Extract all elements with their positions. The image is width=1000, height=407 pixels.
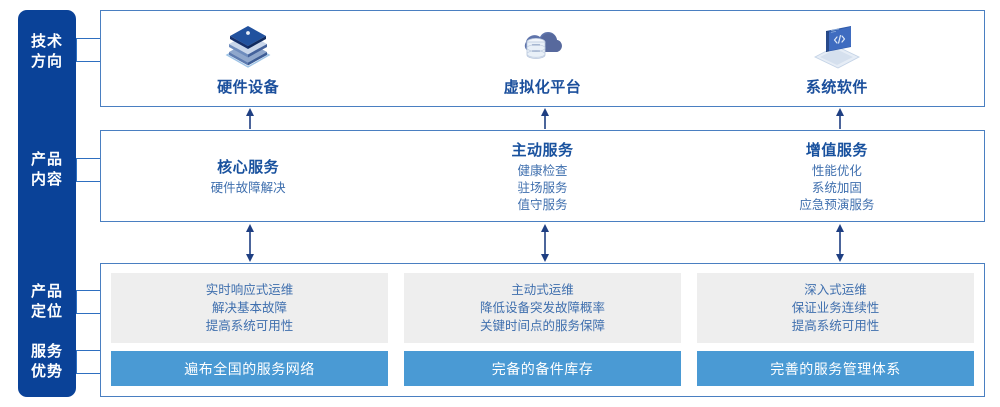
content-item: 健康检查: [517, 163, 568, 178]
positioning-line: 主动式运维: [511, 283, 574, 297]
positioning-card-realtime[interactable]: 实时响应式运维 解决基本故障 提高系统可用性: [111, 273, 388, 343]
positioning-card-proactive[interactable]: 主动式运维 降低设备突发故障概率 关键时间点的服务保障: [404, 273, 681, 343]
sidebar-label-line2: 方向: [30, 53, 63, 70]
positioning-line: 实时响应式运维: [205, 283, 294, 297]
positioning-line: 提高系统可用性: [791, 319, 880, 333]
laptop-code-icon: [813, 26, 860, 69]
sidebar-item-product-content[interactable]: 产品 内容: [18, 150, 76, 190]
content-item: 应急预演服务: [799, 197, 875, 212]
connector-bracket-service-advantage: [76, 350, 101, 374]
positioning-card-indepth[interactable]: 深入式运维 保证业务连续性 提高系统可用性: [697, 273, 974, 343]
positioning-line: 降低设备突发故障概率: [479, 301, 605, 315]
content-title: 增值服务: [805, 141, 868, 159]
connector-bracket-technology: [76, 38, 101, 62]
technology-column-virtualization[interactable]: 虚拟化平台: [395, 11, 689, 106]
connector-bracket-product-positioning: [76, 290, 101, 314]
positioning-line: 保证业务连续性: [791, 301, 880, 315]
product-content-panel: 核心服务 硬件故障解决 主动服务 健康检查 驻场服务 值守服务 增值服务 性能优…: [100, 130, 985, 222]
sidebar-label-line2: 优势: [30, 363, 63, 380]
arrow-up-virtualization: [541, 108, 549, 129]
technology-direction-panel: 硬件设备 虚拟化平台: [100, 10, 985, 107]
sidebar-item-service-advantage[interactable]: 服务 优势: [18, 342, 76, 382]
technology-label: 系统软件: [805, 79, 868, 96]
content-item: 值守服务: [517, 197, 568, 212]
technology-column-software[interactable]: 系统软件: [690, 11, 984, 106]
content-item: 性能优化: [811, 163, 862, 178]
sidebar-label-line2: 内容: [30, 171, 63, 188]
cloud-database-icon: [525, 31, 563, 60]
product-content-column-core[interactable]: 核心服务 硬件故障解决: [101, 131, 395, 221]
service-advantage-row: 遍布全国的服务网络 完备的备件库存 完善的服务管理体系: [111, 351, 974, 386]
advantage-bar-spare-parts[interactable]: 完备的备件库存: [404, 351, 681, 386]
content-title: 核心服务: [217, 158, 280, 176]
positioning-line: 关键时间点的服务保障: [479, 319, 605, 333]
sidebar-label-line1: 服务: [30, 343, 63, 360]
content-item: 硬件故障解决: [210, 180, 286, 195]
sidebar-label-line1: 技术: [30, 33, 63, 50]
sidebar-label-line1: 产品: [30, 283, 63, 300]
arrow-up-software: [836, 108, 844, 129]
product-positioning-row: 实时响应式运维 解决基本故障 提高系统可用性 主动式运维 降低设备突发故障概率 …: [111, 273, 974, 343]
sidebar-label-line1: 产品: [30, 151, 63, 168]
category-sidebar: 技术 方向 产品 内容 产品 定位 服务 优势: [18, 10, 76, 397]
arrow-bidir-value: [836, 224, 844, 262]
content-title: 主动服务: [511, 141, 574, 159]
content-item: 系统加固: [811, 180, 862, 195]
product-content-column-value-added[interactable]: 增值服务 性能优化 系统加固 应急预演服务: [690, 131, 984, 221]
sidebar-item-product-positioning[interactable]: 产品 定位: [18, 282, 76, 322]
product-content-column-proactive[interactable]: 主动服务 健康检查 驻场服务 值守服务: [395, 131, 689, 221]
content-item: 驻场服务: [517, 180, 568, 195]
arrow-up-hardware: [246, 108, 254, 129]
positioning-line: 提高系统可用性: [205, 319, 294, 333]
positioning-line: 深入式运维: [804, 283, 867, 297]
positioning-and-advantage-panel: 实时响应式运维 解决基本故障 提高系统可用性 主动式运维 降低设备突发故障概率 …: [100, 263, 985, 397]
positioning-line: 解决基本故障: [211, 301, 287, 315]
technology-label: 硬件设备: [217, 79, 280, 96]
technology-column-hardware[interactable]: 硬件设备: [101, 11, 395, 106]
advantage-bar-service-network[interactable]: 遍布全国的服务网络: [111, 351, 388, 386]
advantage-bar-management-system[interactable]: 完善的服务管理体系: [697, 351, 974, 386]
arrow-bidir-core: [246, 224, 254, 262]
connector-bracket-product-content: [76, 158, 101, 182]
server-stack-icon: [225, 26, 271, 68]
sidebar-label-line2: 定位: [30, 303, 63, 320]
sidebar-item-technology-direction[interactable]: 技术 方向: [18, 32, 76, 72]
arrow-bidir-proactive: [541, 224, 549, 262]
technology-label: 虚拟化平台: [503, 79, 582, 96]
